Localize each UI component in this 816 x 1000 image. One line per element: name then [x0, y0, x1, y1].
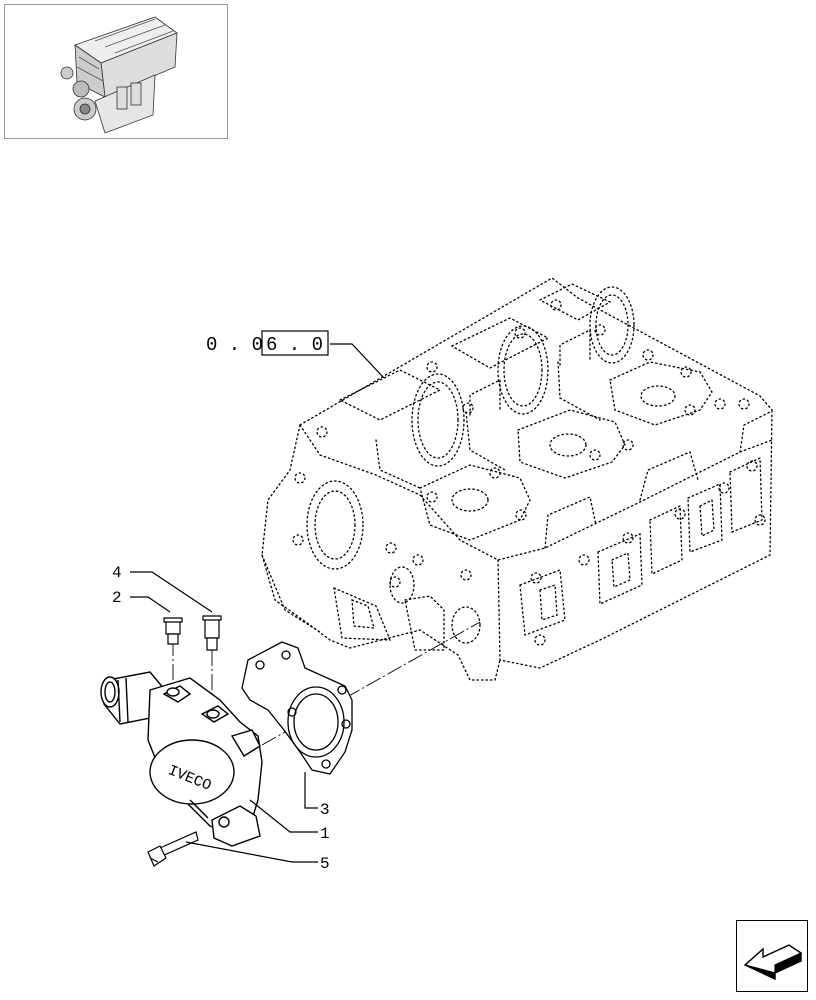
callout-5[interactable]: 5 [320, 855, 330, 873]
reference-box [261, 330, 329, 356]
stud-part-4 [202, 615, 222, 651]
section-reference[interactable]: 0 . 0 6 . 0 [206, 330, 329, 356]
stud-part-2 [163, 617, 183, 645]
leader-line-2 [130, 596, 171, 613]
bolt-part [147, 831, 199, 867]
leader-line-5 [185, 841, 318, 863]
leader-line-ref [330, 343, 385, 379]
callout-1[interactable]: 1 [320, 825, 330, 843]
callout-labels: 1 2 3 4 5 [112, 564, 330, 873]
callout-4[interactable]: 4 [112, 564, 122, 582]
engine-thumbnail[interactable] [4, 4, 228, 139]
leader-line-4 [130, 571, 213, 613]
callout-3[interactable]: 3 [320, 801, 330, 819]
cylinder-block-outline [261, 277, 773, 681]
reference-prefix: 0 . 0 [206, 334, 263, 356]
next-page-button[interactable] [736, 920, 808, 992]
leader-line-3 [304, 772, 318, 809]
next-page-arrow-icon [743, 944, 803, 981]
engine-thumbnail-icon [60, 16, 178, 134]
callout-2[interactable]: 2 [112, 589, 122, 607]
gasket-part [241, 641, 353, 775]
water-pump-housing-part: IVECO [100, 671, 263, 847]
leader-line-1 [249, 799, 318, 833]
reference-boxed-value: 6 . 0 [266, 334, 323, 356]
